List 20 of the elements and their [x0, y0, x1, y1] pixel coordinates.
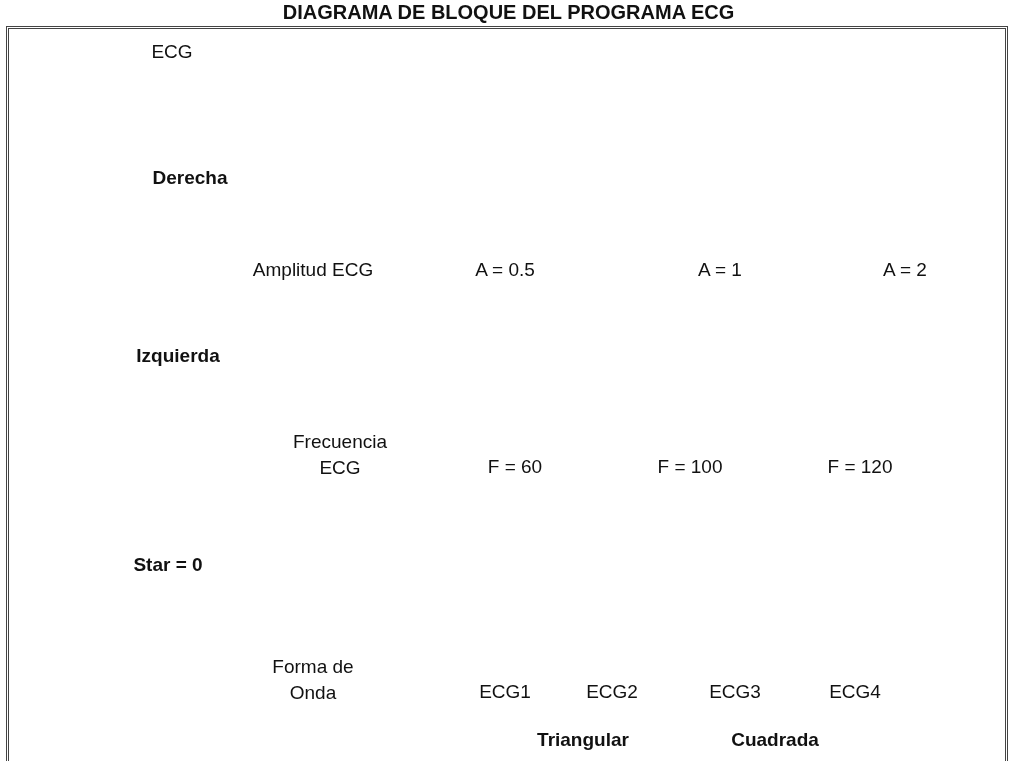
text-label: A = 0.5 — [475, 258, 535, 283]
title: DIAGRAMA DE BLOQUE DEL PROGRAMA ECG — [281, 1, 736, 24]
heading-label: Izquierda — [136, 344, 220, 369]
text-label: ECG3 — [709, 680, 761, 705]
text-label: Frecuencia ECG — [292, 430, 388, 480]
heading-label: Derecha — [152, 166, 228, 191]
heading-label: Star = 0 — [133, 553, 203, 578]
text-label: Forma de Onda — [271, 655, 355, 705]
text-label: ECG2 — [586, 680, 638, 705]
text-label: Amplitud ECG — [251, 258, 375, 283]
text-label: F = 120 — [827, 455, 893, 480]
text-label: A = 2 — [883, 258, 927, 283]
heading-label: Triangular — [537, 728, 629, 753]
text-label: ECG4 — [829, 680, 881, 705]
heading-label: Cuadrada — [731, 728, 819, 753]
text-label: F = 60 — [487, 455, 543, 480]
text-label: F = 100 — [657, 455, 723, 480]
text-label: ECG1 — [479, 680, 531, 705]
text-label: ECG — [151, 40, 193, 65]
text-label: A = 1 — [698, 258, 742, 283]
